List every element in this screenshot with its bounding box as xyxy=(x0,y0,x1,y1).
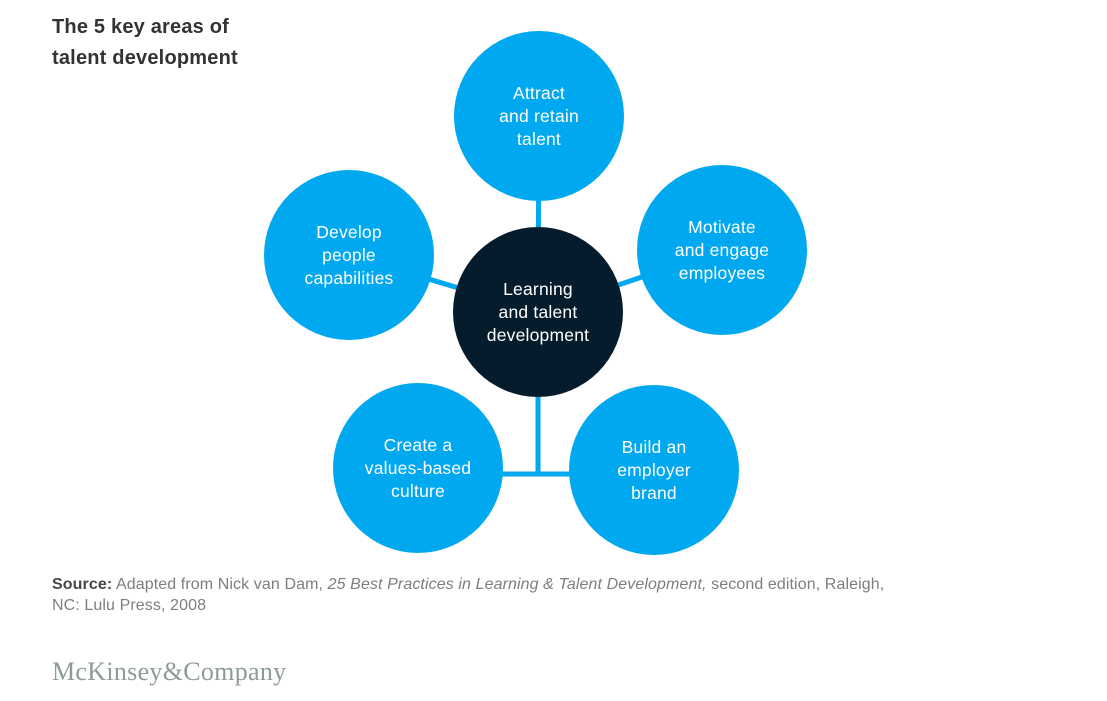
page-title-line1: The 5 key areas of xyxy=(52,16,230,38)
node-label: Develop people capabilities xyxy=(304,221,394,288)
node-build-an-employer-brand: Build an employer brand xyxy=(569,385,739,555)
node-label: Learning and talent development xyxy=(486,278,590,345)
node-develop-people-capabilities: Develop people capabilities xyxy=(264,170,434,340)
page-title-line2: talent development xyxy=(52,47,238,69)
source-label: Source: xyxy=(52,576,113,593)
node-label: Build an employer brand xyxy=(617,436,691,503)
node-attract-and-retain-talent: Attract and retain talent xyxy=(454,31,624,201)
page-title: The 5 key areas of talent development xyxy=(52,12,238,74)
node-motivate-and-engage-employees: Motivate and engage employees xyxy=(637,165,807,335)
node-label: Motivate and engage employees xyxy=(674,216,770,283)
source-book-title: 25 Best Practices in Learning & Talent D… xyxy=(327,576,707,593)
node-learning-and-talent-development: Learning and talent development xyxy=(453,227,623,397)
source-line1: Source: Adapted from Nick van Dam, 25 Be… xyxy=(52,574,1062,595)
source-note: Source: Adapted from Nick van Dam, 25 Be… xyxy=(52,574,1062,616)
node-label: Attract and retain talent xyxy=(499,82,579,149)
source-text-before-title: Adapted from Nick van Dam, xyxy=(112,576,328,593)
source-text-after-title: second edition, Raleigh, xyxy=(706,576,885,593)
node-create-a-values-based-culture: Create a values-based culture xyxy=(333,383,503,553)
source-line2: NC: Lulu Press, 2008 xyxy=(52,597,207,614)
node-label: Create a values-based culture xyxy=(364,434,472,501)
mckinsey-company-logo: McKinsey&Company xyxy=(52,657,287,686)
